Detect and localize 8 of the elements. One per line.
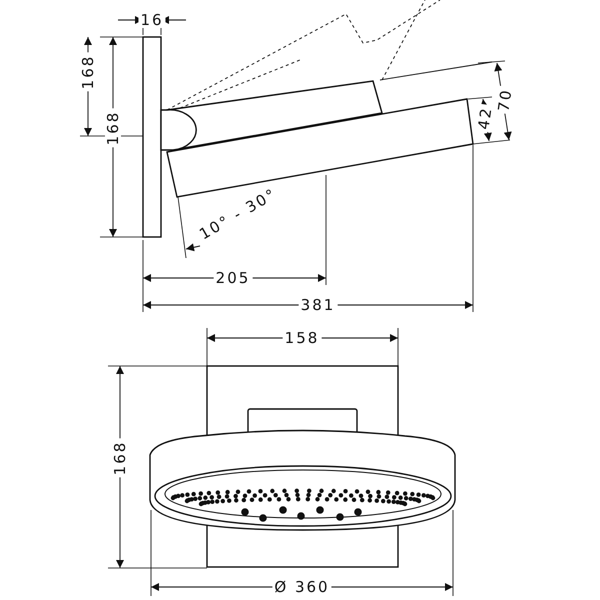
- dimension-label: 381: [298, 297, 338, 313]
- dimension-label: 168: [80, 52, 96, 92]
- dimension-label: 168: [105, 108, 121, 148]
- dimension-label: 16: [138, 12, 166, 28]
- dimension-label: 205: [214, 270, 252, 286]
- dimension-label: 168: [112, 438, 128, 478]
- dimension-label: 158: [282, 330, 322, 346]
- dimension-label: Ø 360: [272, 579, 332, 595]
